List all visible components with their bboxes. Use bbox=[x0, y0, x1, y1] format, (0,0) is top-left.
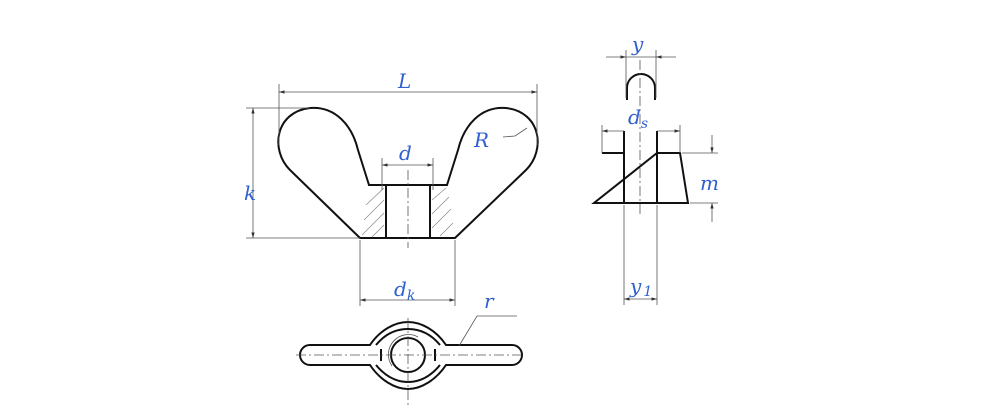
wing-tip-arch bbox=[626, 73, 656, 100]
top-view: r bbox=[296, 289, 524, 405]
label-L: L bbox=[397, 69, 411, 93]
label-m: m bbox=[700, 171, 719, 195]
front-view: L k d R dk bbox=[244, 69, 539, 306]
front-outline bbox=[277, 106, 539, 239]
label-k: k bbox=[244, 181, 256, 205]
top-outline-outer bbox=[299, 320, 523, 391]
thread-arc bbox=[388, 334, 419, 367]
R-leader bbox=[502, 127, 528, 138]
label-y: y bbox=[631, 32, 644, 56]
section-hatching bbox=[361, 187, 454, 238]
label-dk: dk bbox=[394, 277, 415, 304]
label-r: r bbox=[484, 289, 495, 313]
label-R: R bbox=[473, 128, 489, 152]
label-ds: ds bbox=[628, 105, 648, 132]
side-trapezoid bbox=[591, 152, 690, 204]
r-leader bbox=[458, 315, 517, 347]
label-d: d bbox=[399, 141, 412, 165]
